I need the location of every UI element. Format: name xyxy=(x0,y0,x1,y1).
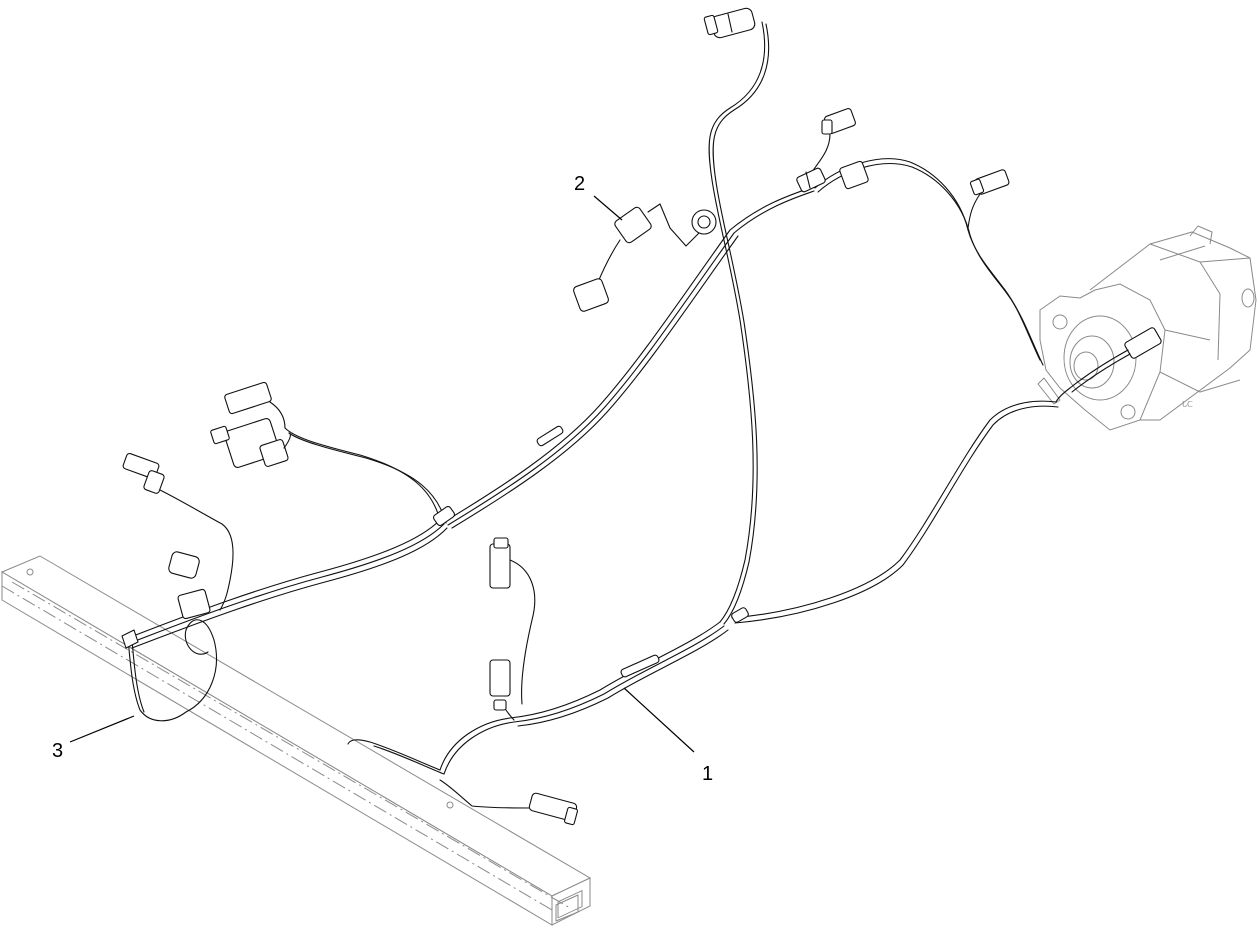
svg-text:ᒐᑕ: ᒐᑕ xyxy=(1182,400,1193,409)
callout-1: 1 xyxy=(623,687,713,785)
callout-label-1: 1 xyxy=(702,763,713,785)
connector-top-right-b xyxy=(839,160,869,190)
callout-3: 3 xyxy=(52,715,135,762)
connector-left xyxy=(122,452,234,611)
connector-pump xyxy=(1055,327,1162,403)
connector-top xyxy=(703,7,756,39)
connector-right xyxy=(967,169,1010,229)
connector-bottom xyxy=(528,792,579,826)
connector-junction xyxy=(796,167,826,193)
cable-clip-icon xyxy=(121,588,218,722)
connector-middle xyxy=(489,537,536,705)
connector-top-right-a xyxy=(811,108,856,173)
frame-tube-icon xyxy=(0,555,592,926)
callout-label-2: 2 xyxy=(574,173,585,195)
hydraulic-pump-icon: ᒐᑕ xyxy=(1037,225,1257,431)
connector-small-left xyxy=(168,551,200,579)
wire-harness-icon xyxy=(127,21,1059,809)
connector-left-upper xyxy=(210,381,291,468)
jumper-wire-icon xyxy=(573,203,717,312)
callout-2: 2 xyxy=(574,173,623,221)
callout-label-3: 3 xyxy=(52,740,63,762)
connector-lower-middle xyxy=(489,659,515,721)
